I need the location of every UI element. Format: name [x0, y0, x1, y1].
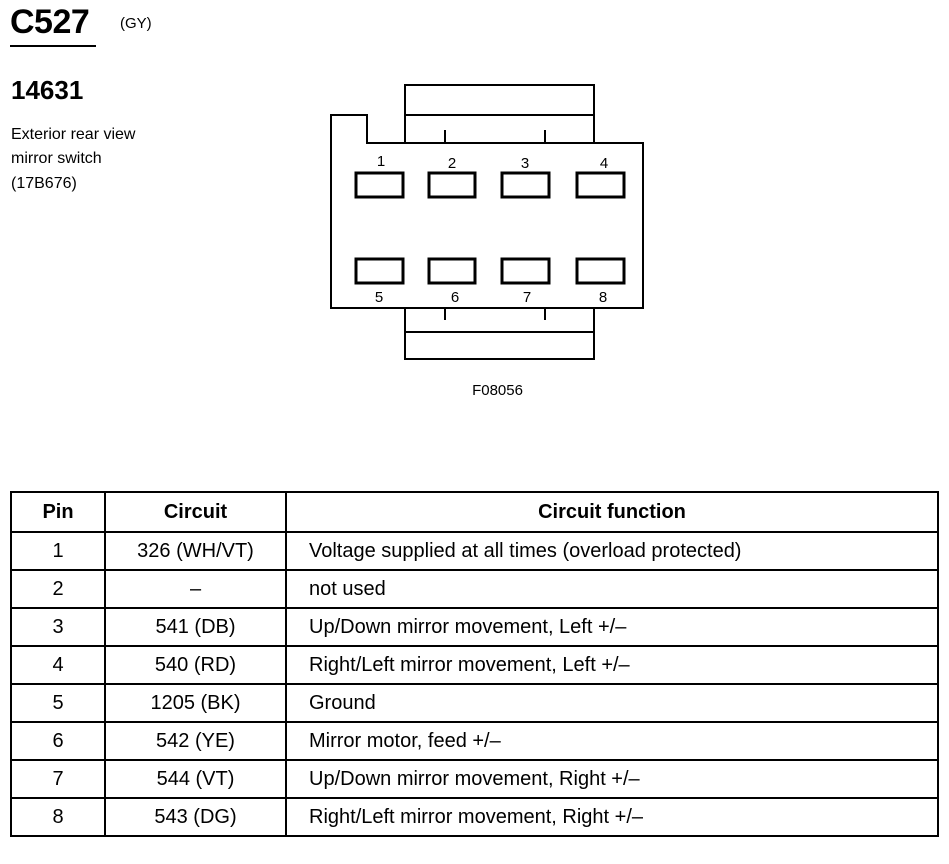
cell-circuit: 544 (VT) [104, 759, 287, 799]
pin-label-1: 1 [377, 153, 385, 170]
table-row: 2 – not used [10, 569, 939, 609]
cell-pin: 3 [10, 607, 106, 647]
connector-color: (GY) [120, 15, 152, 32]
cell-pin: 5 [10, 683, 106, 723]
pin-cavity-3 [500, 171, 551, 199]
pin-cavity-6 [427, 257, 477, 285]
table-row: 7 544 (VT) Up/Down mirror movement, Righ… [10, 759, 939, 799]
header-circuit-function: Circuit function [285, 491, 939, 533]
cell-circuit: 542 (YE) [104, 721, 287, 761]
description-line-3: (17B676) [11, 175, 77, 192]
pin-cavity-8 [575, 257, 626, 285]
connector-id-underline [10, 45, 96, 47]
pin-cavity-5 [354, 257, 405, 285]
figure-id: F08056 [472, 382, 523, 399]
pin-label-4: 4 [600, 155, 608, 172]
pin-label-2: 2 [448, 155, 456, 172]
description-line-2: mirror switch [11, 150, 102, 167]
cell-pin: 6 [10, 721, 106, 761]
cell-function: Mirror motor, feed +/– [285, 721, 939, 761]
pin-label-7: 7 [523, 289, 531, 306]
cell-function: Right/Left mirror movement, Left +/– [285, 645, 939, 685]
table-row: 3 541 (DB) Up/Down mirror movement, Left… [10, 607, 939, 647]
connector-id: C527 [10, 3, 90, 41]
cell-circuit: – [104, 569, 287, 609]
cell-pin: 4 [10, 645, 106, 685]
pin-cavity-2 [427, 171, 477, 199]
cell-function: Up/Down mirror movement, Right +/– [285, 759, 939, 799]
pin-label-5: 5 [375, 289, 383, 306]
cell-pin: 8 [10, 797, 106, 837]
cell-function: not used [285, 569, 939, 609]
cell-pin: 7 [10, 759, 106, 799]
table-row: 1 326 (WH/VT) Voltage supplied at all ti… [10, 531, 939, 571]
bottom-latch-outer [404, 307, 595, 360]
pin-label-3: 3 [521, 155, 529, 172]
pin-label-6: 6 [451, 289, 459, 306]
cell-function: Voltage supplied at all times (overload … [285, 531, 939, 571]
table-header-row: Pin Circuit Circuit function [10, 491, 939, 533]
cell-function: Right/Left mirror movement, Right +/– [285, 797, 939, 837]
table-row: 4 540 (RD) Right/Left mirror movement, L… [10, 645, 939, 685]
description-line-1: Exterior rear view [11, 126, 136, 143]
pin-cavity-7 [500, 257, 551, 285]
cell-function: Ground [285, 683, 939, 723]
header-pin: Pin [10, 491, 106, 533]
pin-cavity-1 [354, 171, 405, 199]
pin-cavity-4 [575, 171, 626, 199]
table-row: 6 542 (YE) Mirror motor, feed +/– [10, 721, 939, 761]
pin-label-8: 8 [599, 289, 607, 306]
cell-pin: 1 [10, 531, 106, 571]
header-circuit: Circuit [104, 491, 287, 533]
cell-circuit: 543 (DG) [104, 797, 287, 837]
table-row: 8 543 (DG) Right/Left mirror movement, R… [10, 797, 939, 837]
cell-circuit: 541 (DB) [104, 607, 287, 647]
cell-function: Up/Down mirror movement, Left +/– [285, 607, 939, 647]
pin-table: Pin Circuit Circuit function 1 326 (WH/V… [10, 491, 939, 837]
cell-circuit: 326 (WH/VT) [104, 531, 287, 571]
cell-circuit: 1205 (BK) [104, 683, 287, 723]
cell-circuit: 540 (RD) [104, 645, 287, 685]
connector-body [330, 114, 644, 309]
cell-pin: 2 [10, 569, 106, 609]
table-row: 5 1205 (BK) Ground [10, 683, 939, 723]
connector-face-diagram: 1 2 3 4 5 6 7 8 [330, 84, 644, 360]
part-number: 14631 [11, 75, 84, 105]
